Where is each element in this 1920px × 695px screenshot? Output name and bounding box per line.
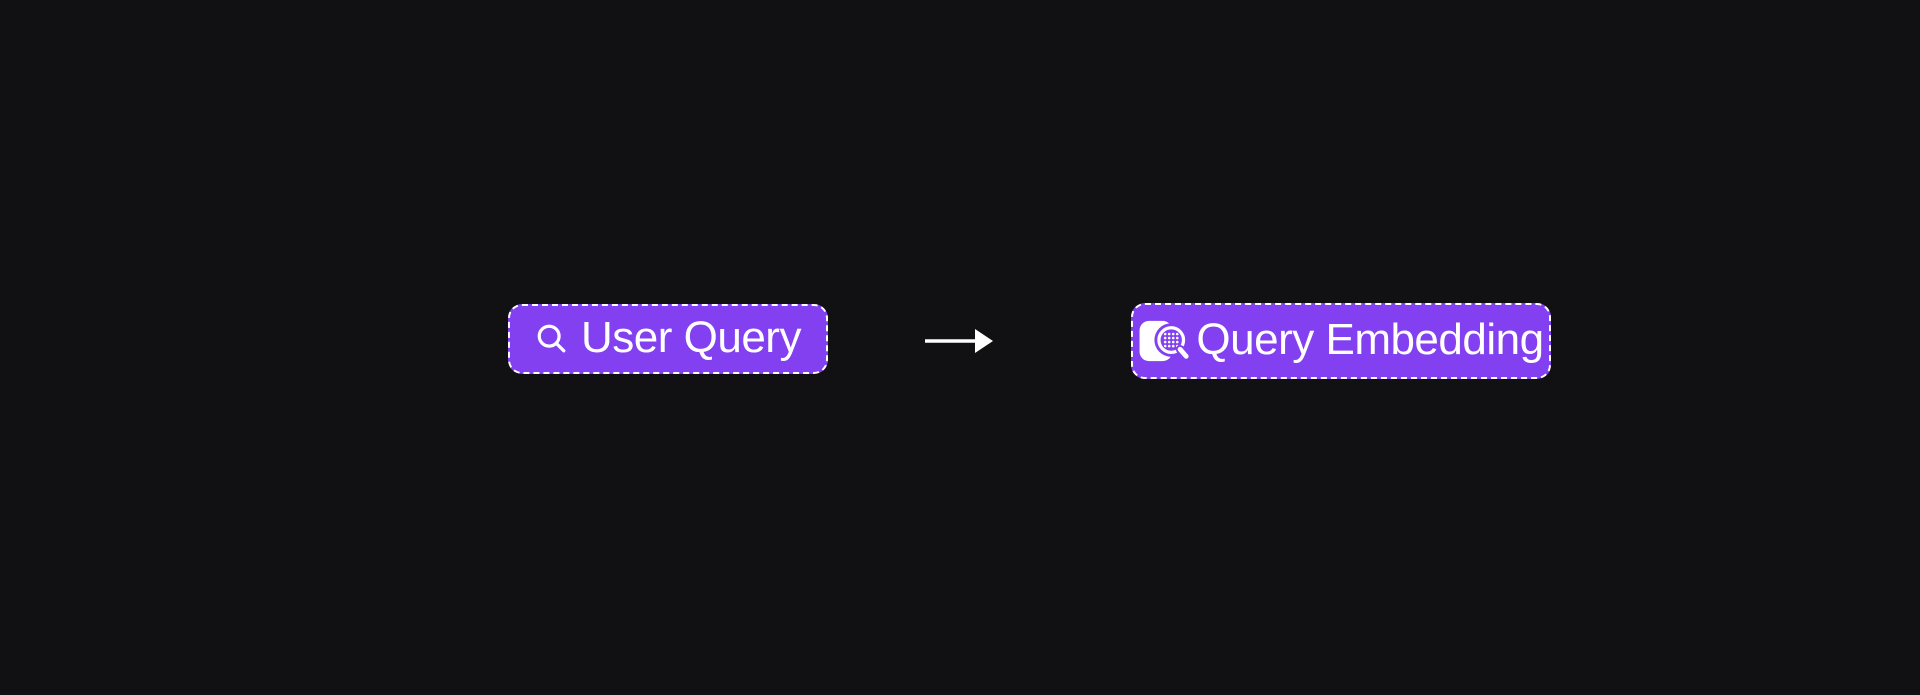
node-label-user-query: User Query xyxy=(581,313,801,362)
embedding-search-icon xyxy=(1138,317,1191,365)
search-icon xyxy=(535,322,569,356)
node-query-embedding[interactable]: Query Embedding xyxy=(1131,303,1551,379)
arrow-right-connector xyxy=(925,329,993,353)
node-label-query-embedding: Query Embedding xyxy=(1196,315,1544,364)
node-user-query[interactable]: User Query xyxy=(508,304,828,374)
